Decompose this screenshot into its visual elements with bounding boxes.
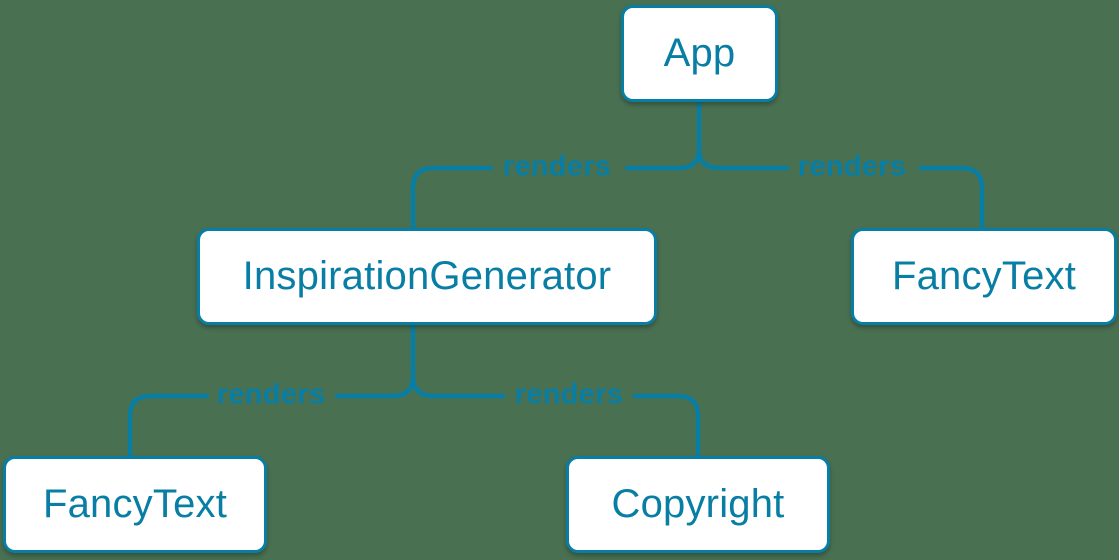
node-copyright-label: Copyright (611, 482, 785, 526)
edge-inspiration-generator-to-copyright (410, 373, 701, 460)
node-inspiration-generator-label: InspirationGenerator (242, 254, 612, 298)
node-fancy-text-right-label: FancyText (891, 254, 1077, 298)
node-copyright: Copyright (566, 456, 830, 553)
edge-label-app-to-inspiration-generator: renders (502, 150, 612, 183)
edge-label-inspiration-generator-to-copyright: renders (514, 378, 624, 411)
edge-app-to-fancy-text (696, 146, 985, 232)
node-inspiration-generator: InspirationGenerator (197, 228, 657, 325)
node-app: App (621, 5, 778, 102)
edge-label-inspiration-generator-to-fancy-text: renders (216, 378, 326, 411)
node-fancy-text-right: FancyText (851, 228, 1117, 325)
node-fancy-text-left: FancyText (3, 456, 267, 553)
node-app-label: App (663, 31, 736, 75)
node-fancy-text-left-label: FancyText (42, 482, 228, 526)
edge-label-app-to-fancy-text: renders (797, 150, 907, 183)
